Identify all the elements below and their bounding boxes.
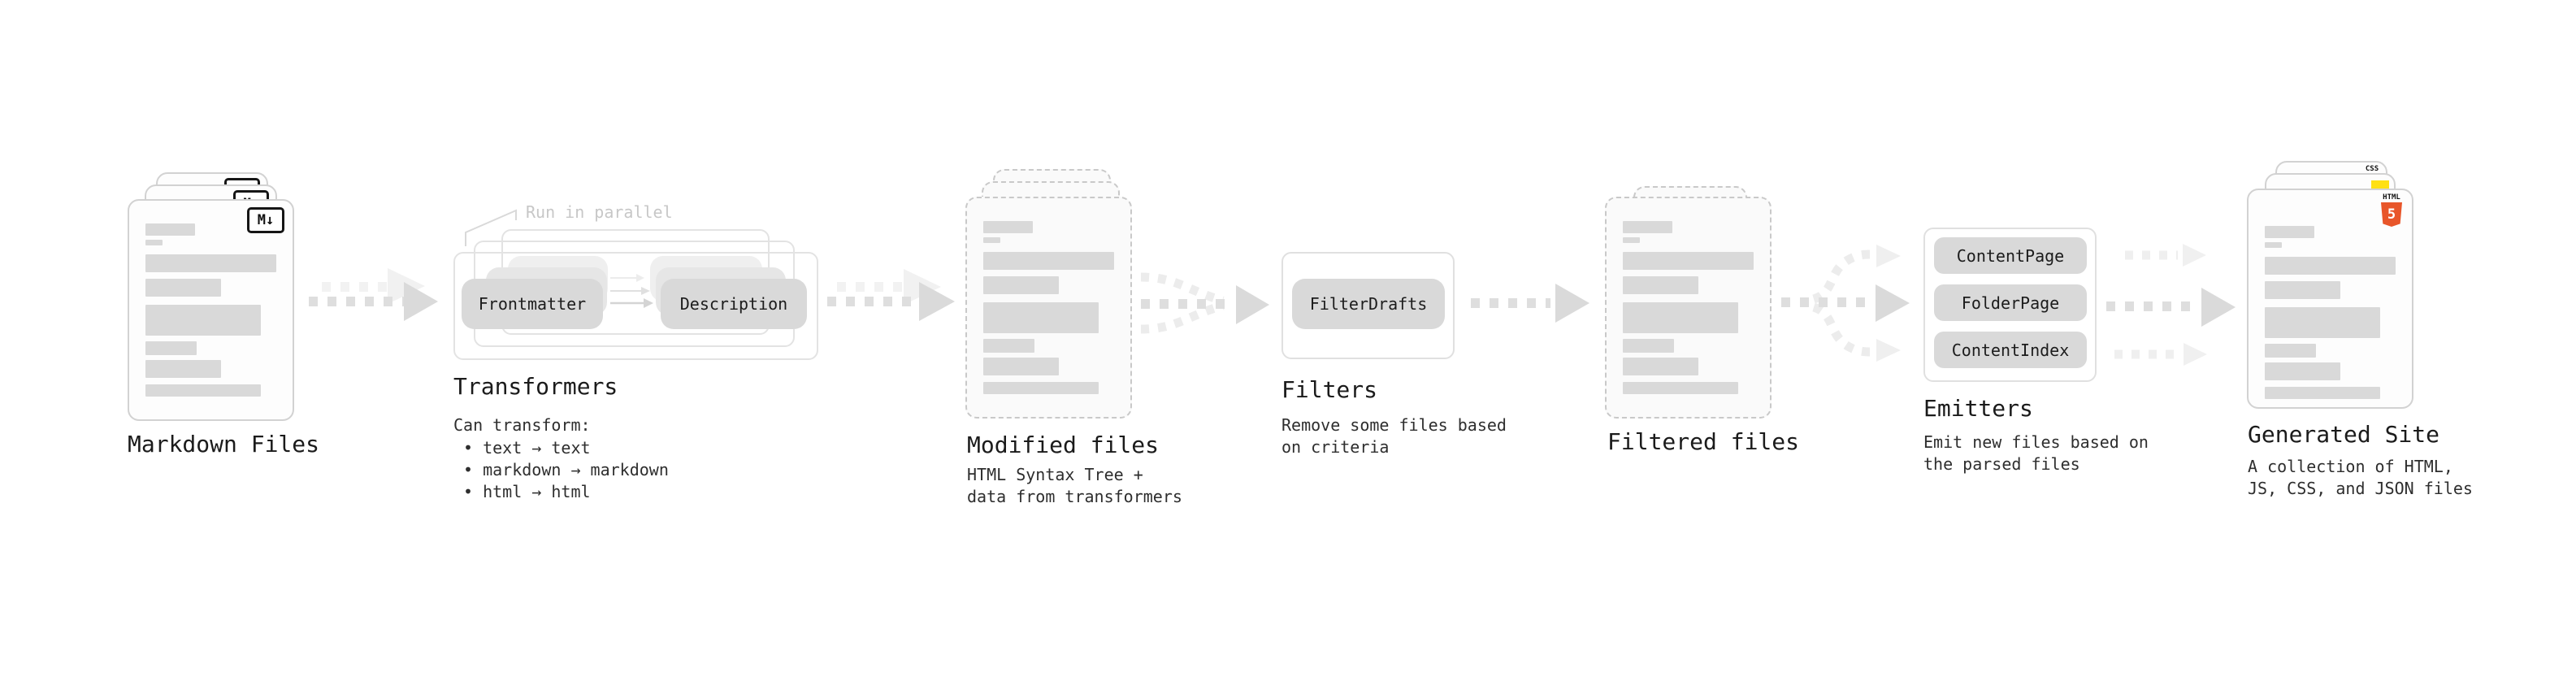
- arrow-modified-to-filters: [1140, 272, 1269, 334]
- document-skeleton: [145, 223, 276, 397]
- run-in-parallel-annotation: Run in parallel: [526, 202, 673, 222]
- arrow-filtered-to-emitters: [1781, 245, 1910, 362]
- emitters-desc: Emit new files based on: [1923, 432, 2149, 452]
- skeleton-bar: [145, 360, 222, 378]
- css-icon-text: CSS: [2365, 165, 2379, 173]
- transformers-bullet: • html → html: [463, 482, 591, 501]
- modified-file-card-front: [965, 197, 1132, 419]
- emitters-frame: [1923, 228, 2097, 382]
- skeleton-bar: [2265, 344, 2316, 358]
- filterdrafts-pill: FilterDrafts: [1292, 279, 1445, 329]
- skeleton-bar: [145, 223, 196, 236]
- skeleton-bar: [145, 279, 222, 297]
- skeleton-bar: [1623, 358, 1699, 375]
- filters-desc: Remove some files based: [1281, 415, 1507, 435]
- skeleton-bar: [2265, 257, 2396, 275]
- skeleton-bar: [1623, 276, 1699, 294]
- generated-site-card-front: HTML 5: [2247, 189, 2413, 409]
- transformers-bullet: • markdown → markdown: [463, 460, 669, 479]
- modified-files-label: Modified files: [967, 432, 1160, 458]
- skeleton-bar: [1623, 221, 1673, 233]
- skeleton-bar: [1623, 302, 1738, 333]
- contentindex-pill: ContentIndex: [1934, 332, 2087, 368]
- skeleton-bar: [145, 341, 197, 355]
- skeleton-bar: [2265, 226, 2315, 238]
- filters-label: Filters: [1281, 376, 1378, 403]
- emitters-desc: the parsed files: [1923, 454, 2080, 474]
- emitters-label: Emitters: [1923, 395, 2033, 422]
- arrow-filters-to-filtered: [1471, 284, 1589, 323]
- document-skeleton: [2265, 226, 2396, 399]
- html5-icon-number: 5: [2387, 206, 2396, 223]
- js-icon: [2371, 180, 2389, 191]
- html5-icon-shield: 5: [2381, 202, 2402, 227]
- markdown-icon: M↓: [247, 207, 284, 233]
- skeleton-bar: [983, 252, 1114, 270]
- document-skeleton: [983, 221, 1114, 394]
- html5-icon-caption: HTML: [2383, 193, 2400, 202]
- skeleton-bar: [983, 339, 1034, 353]
- skeleton-bar: [983, 358, 1060, 375]
- frontmatter-pill: Frontmatter: [462, 279, 603, 329]
- skeleton-bar: [2265, 387, 2380, 399]
- skeleton-bar: [2265, 307, 2380, 338]
- arrow-markdown-to-transformers: [309, 268, 438, 321]
- skeleton-bar: [983, 302, 1099, 333]
- skeleton-bar: [145, 384, 261, 397]
- contentpage-pill: ContentPage: [1934, 237, 2087, 274]
- skeleton-bar: [983, 237, 1000, 243]
- filters-frame: [1281, 252, 1455, 359]
- document-skeleton: [1623, 221, 1754, 394]
- skeleton-bar: [1623, 339, 1674, 353]
- skeleton-bar: [2265, 242, 2282, 248]
- skeleton-bar: [1623, 382, 1738, 394]
- modified-files-desc: HTML Syntax Tree +: [967, 465, 1143, 484]
- generated-site-desc: JS, CSS, and JSON files: [2248, 479, 2473, 498]
- filters-desc: on criteria: [1281, 437, 1390, 457]
- transformers-label: Transformers: [453, 373, 618, 400]
- generated-site-label: Generated Site: [2248, 421, 2440, 448]
- skeleton-bar: [983, 221, 1034, 233]
- skeleton-bar: [983, 382, 1099, 394]
- skeleton-bar: [2265, 362, 2341, 380]
- transformer-frame-front: [453, 252, 818, 360]
- skeleton-bar: [145, 254, 276, 272]
- skeleton-bar: [145, 305, 261, 336]
- transformers-bullet: • text → text: [463, 438, 591, 458]
- arrow-emitters-to-generated: [2106, 244, 2236, 366]
- folderpage-pill: FolderPage: [1934, 284, 2087, 321]
- filtered-file-card-front: [1605, 197, 1772, 419]
- description-pill: Description: [661, 279, 807, 329]
- generated-site-desc: A collection of HTML,: [2248, 457, 2453, 476]
- skeleton-bar: [2265, 281, 2341, 299]
- skeleton-bar: [983, 276, 1060, 294]
- arrow-transformers-to-modified: [827, 269, 955, 321]
- skeleton-bar: [1623, 237, 1640, 243]
- filtered-files-label: Filtered files: [1607, 428, 1800, 455]
- transformers-desc-title: Can transform:: [453, 415, 591, 435]
- modified-files-desc: data from transformers: [967, 487, 1182, 506]
- html5-icon: HTML 5: [2381, 194, 2402, 227]
- skeleton-bar: [1623, 252, 1754, 270]
- markdown-files-label: Markdown Files: [128, 431, 320, 458]
- markdown-file-card-front: M↓: [128, 199, 294, 421]
- skeleton-bar: [145, 240, 163, 245]
